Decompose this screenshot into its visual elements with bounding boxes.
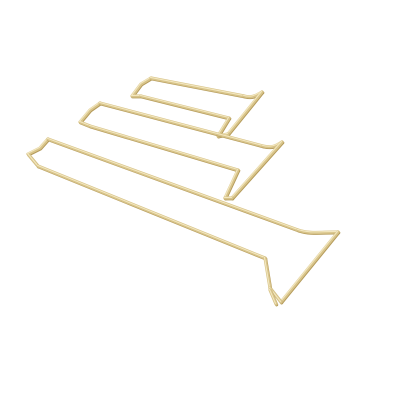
large-rack-wire-highlight: [279, 230, 339, 302]
large-rack: [26, 137, 341, 307]
large-rack-wire-highlight: [263, 256, 271, 288]
medium-rack-wire: [223, 168, 240, 200]
medium-rack-wire-highlight: [223, 168, 239, 198]
small-rack: [130, 76, 265, 139]
medium-rack-wire: [230, 140, 284, 200]
large-rack-wire-highlight: [46, 137, 299, 230]
medium-rack: [78, 101, 285, 201]
small-rack-wire-highlight: [226, 90, 263, 134]
medium-rack-wire-highlight: [88, 124, 239, 170]
small-rack-wire: [130, 76, 153, 98]
medium-rack-wire-highlight: [98, 101, 264, 146]
large-rack-wire-highlight: [296, 228, 339, 233]
small-rack-wire: [226, 90, 264, 136]
medium-rack-wire-highlight: [230, 140, 283, 198]
large-rack-wire: [26, 137, 50, 168]
large-rack-wire-highlight: [26, 137, 49, 166]
large-rack-wire-highlight: [36, 164, 266, 258]
small-rack-wire-highlight: [139, 94, 230, 118]
small-rack-wire-highlight: [216, 116, 230, 136]
medium-rack-wire-highlight: [78, 101, 101, 126]
small-rack-wire-highlight: [130, 76, 152, 96]
small-rack-wire-highlight: [149, 76, 245, 96]
large-rack-wire-highlight: [268, 288, 277, 304]
large-rack-wire: [279, 230, 340, 304]
